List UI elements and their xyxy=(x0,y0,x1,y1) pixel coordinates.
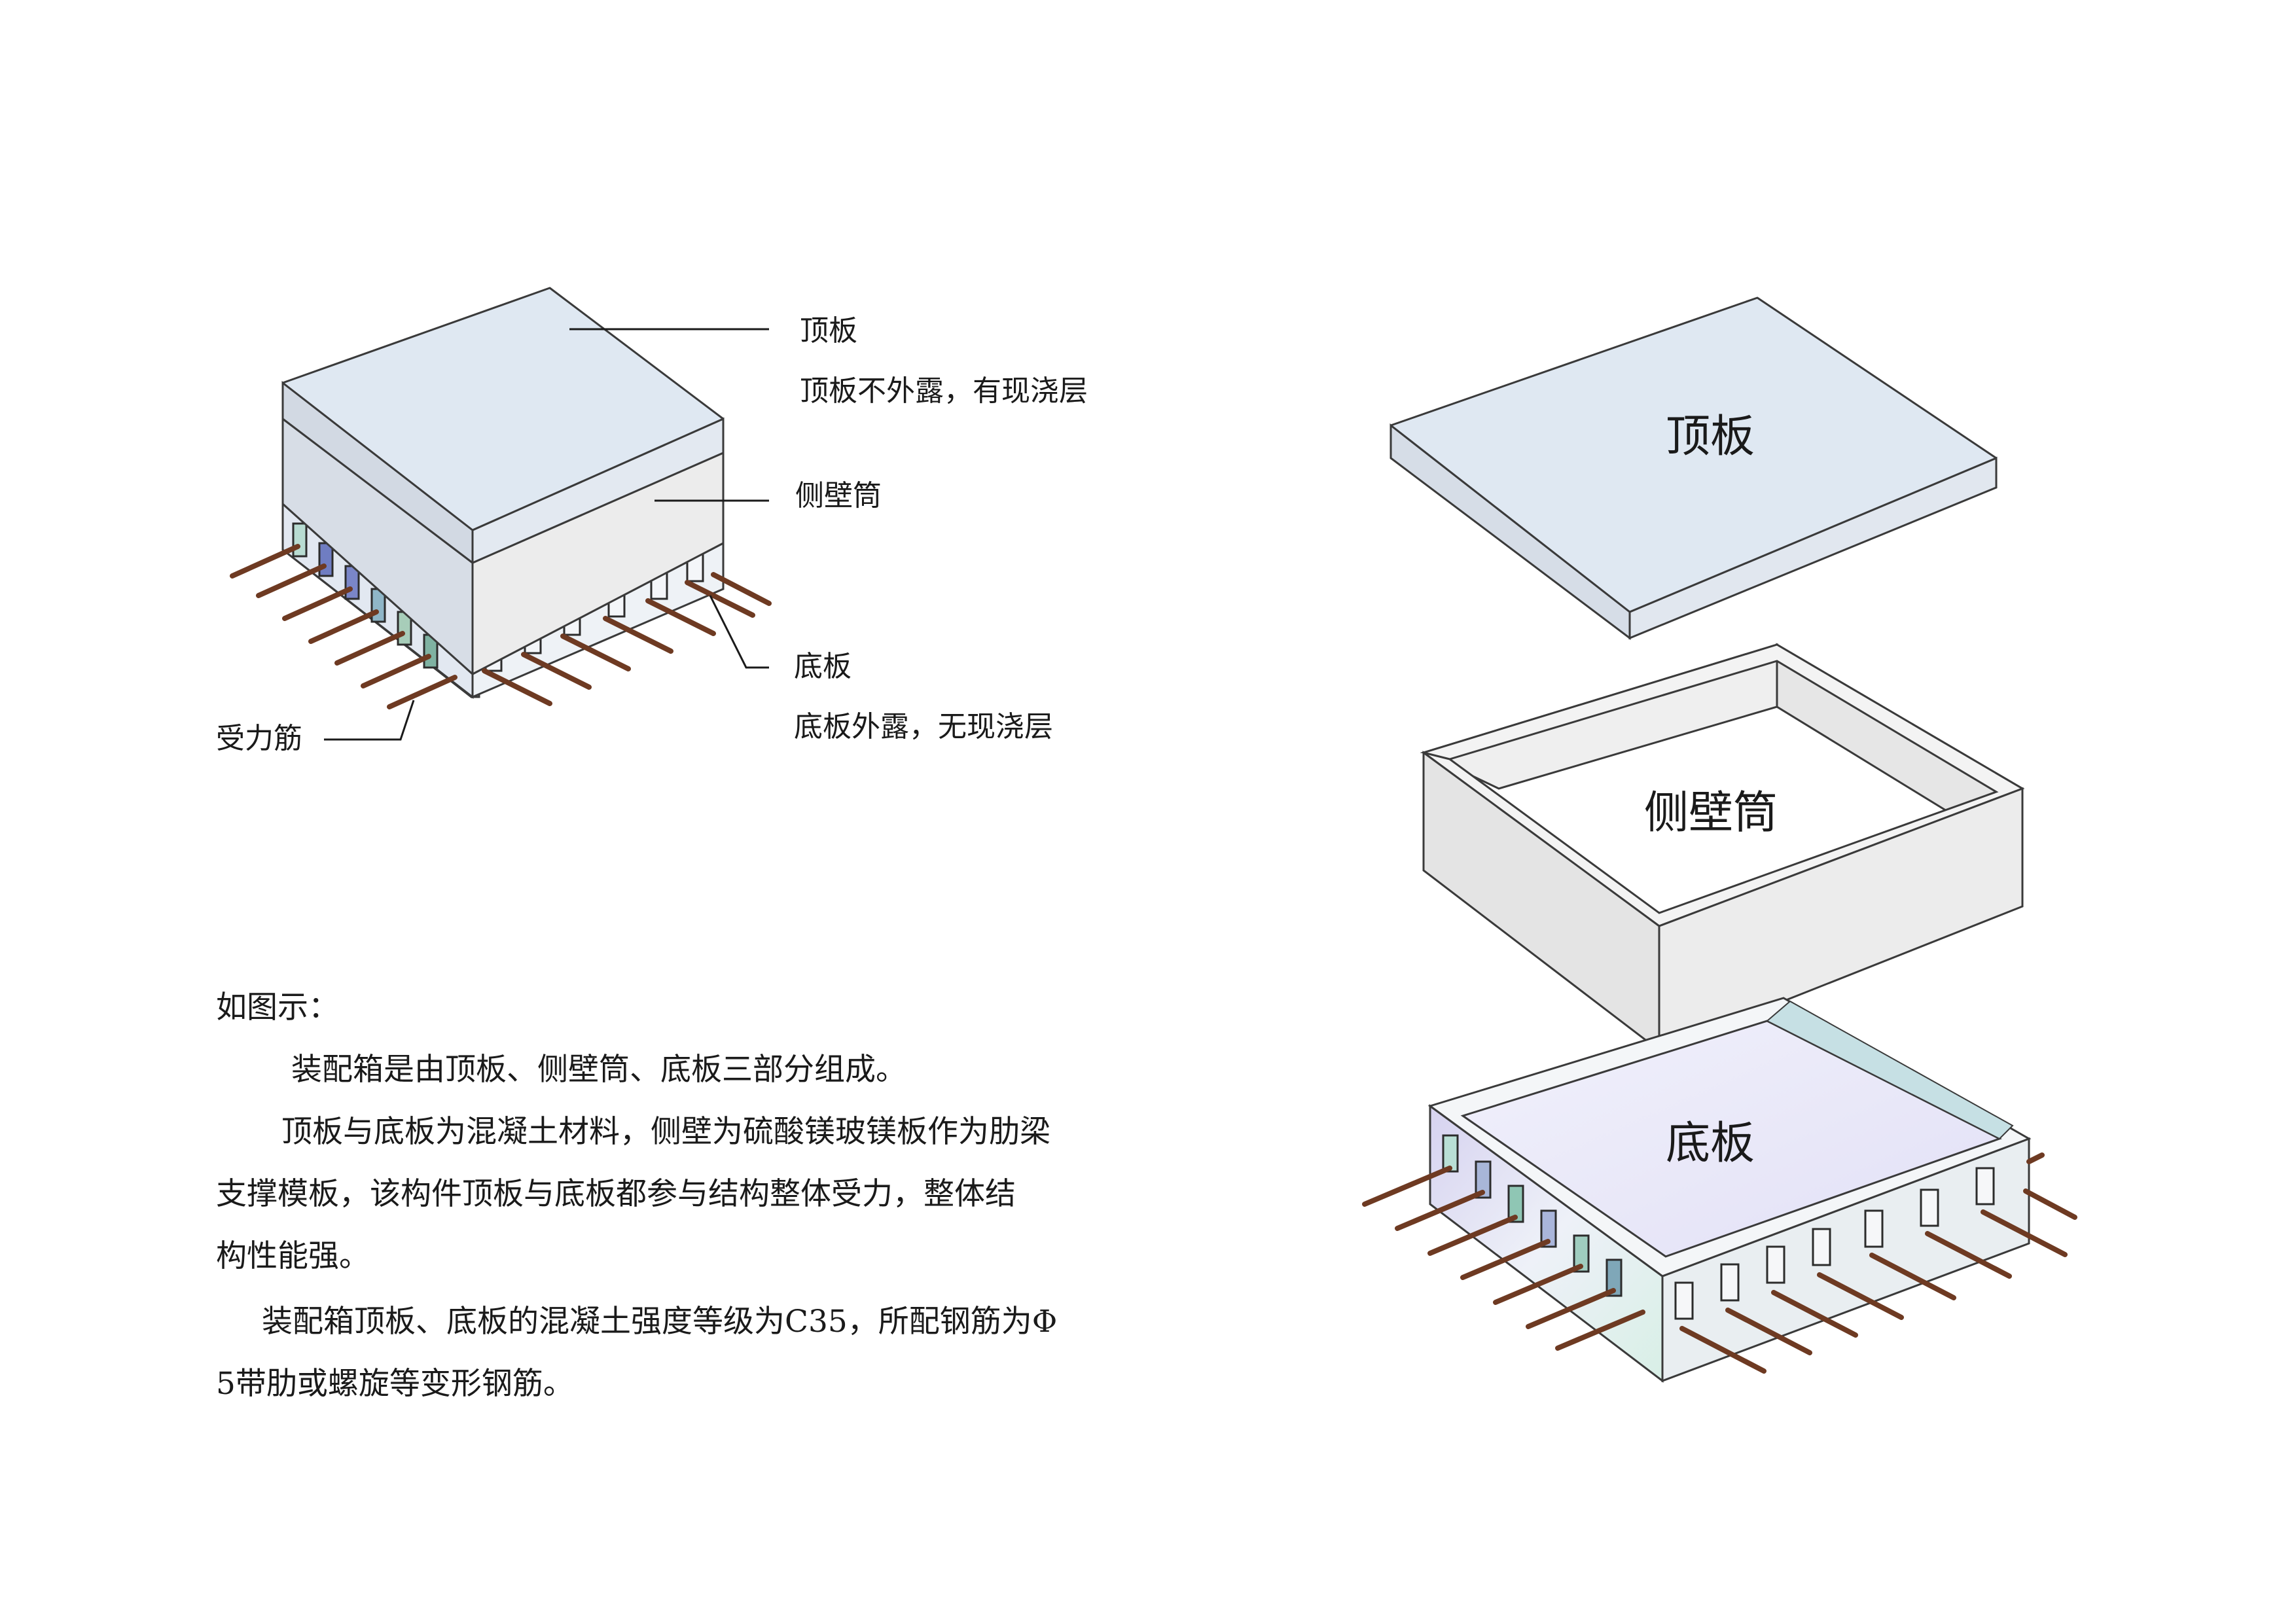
assembled-box: 顶板 顶板不外露，有现浇层 侧壁筒 底板 底板外露，无现浇层 受力筋 xyxy=(216,287,1088,755)
bottom-plate-rebars-left xyxy=(1362,1166,1645,1351)
description-paragraph-3-line-1: 装配箱顶板、底板的混凝土强度等级为C35，所配钢筋为Φ xyxy=(262,1304,1058,1340)
top-plate-upper-face xyxy=(1390,296,1998,613)
label-top-plate: 顶板 xyxy=(800,314,857,348)
side-wall-outer-front xyxy=(1658,787,2024,1052)
bottom-plate-left-pockets xyxy=(1442,1134,1623,1297)
exploded-label-side-wall: 侧壁筒 xyxy=(1644,787,1778,839)
assembled-leaders xyxy=(324,328,769,741)
label-side-wall: 侧壁筒 xyxy=(795,479,882,512)
exploded-side-wall: 侧壁筒 xyxy=(1420,643,2025,1053)
bottom-plate-rebars-front xyxy=(1679,1188,2077,1374)
exploded-label-top-plate: 顶板 xyxy=(1666,411,1755,463)
exploded-label-bottom-plate: 底板 xyxy=(1666,1118,1755,1169)
bottom-plate-rebars-back xyxy=(2026,1152,2045,1164)
description-paragraph-3-line-2: 5带肋或螺旋等变形钢筋。 xyxy=(216,1366,574,1402)
label-bottom-plate-note: 底板外露，无现浇层 xyxy=(794,710,1053,743)
exploded-bottom-plate: 底板 xyxy=(1362,997,2077,1383)
assembled-rebars-left xyxy=(230,544,457,709)
description-paragraph-2-line-3: 构性能强。 xyxy=(216,1238,370,1274)
side-wall-outer-left xyxy=(1422,751,1660,1053)
side-wall-rim xyxy=(1420,643,2025,927)
bottom-plate-inner-wall xyxy=(1766,1000,2014,1140)
label-top-plate-note: 顶板不外露，有现浇层 xyxy=(800,374,1088,408)
description-paragraph-2-line-2: 支撑模板，该构件顶板与底板都参与结构整体受力，整体结 xyxy=(216,1176,1016,1212)
leader-rebar xyxy=(324,700,415,741)
bottom-plate-front-pockets xyxy=(1674,1167,1995,1320)
leader-bottom-plate xyxy=(709,595,769,669)
description-paragraph-2-line-1: 顶板与底板为混凝土材料，侧壁为硫酸镁玻镁板作为肋梁 xyxy=(281,1114,1050,1150)
label-bottom-plate: 底板 xyxy=(794,650,852,683)
label-rebar: 受力筋 xyxy=(216,722,302,755)
assembled-top-upper-face xyxy=(281,287,725,531)
description-paragraph-1: 装配箱是由顶板、侧壁筒、底板三部分组成。 xyxy=(291,1052,906,1088)
assembled-rebars-front xyxy=(482,572,772,706)
exploded-top-plate: 顶板 xyxy=(1390,296,1998,641)
description-intro: 如图示： xyxy=(216,990,339,1026)
